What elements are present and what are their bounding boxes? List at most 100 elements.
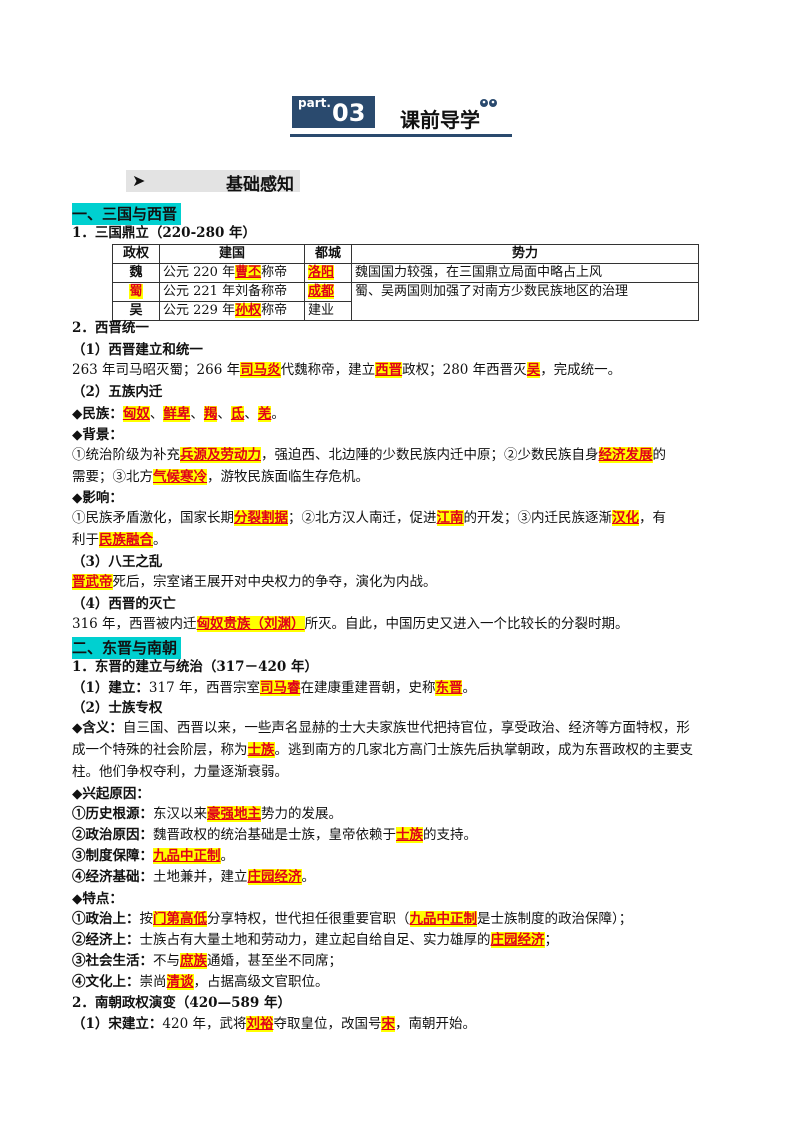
table-header: 势力	[351, 244, 699, 264]
keyword: 刘裕	[246, 1016, 274, 1032]
keyword: 门第高低	[153, 911, 207, 927]
label: ◆兴起原因：	[72, 786, 150, 802]
power-cell: 魏国国力较强，在三国鼎立局面中略占上风	[351, 263, 699, 283]
keyword: 民族融合	[99, 532, 153, 548]
state-cell: 吴	[112, 301, 160, 321]
paragraph: 利于民族融合。	[72, 532, 167, 548]
keyword: 气候寒冷	[153, 469, 207, 485]
paragraph: ②经济上：士族占有大量土地和劳动力，建立起自给自足、实力雄厚的庄园经济；	[72, 932, 558, 948]
item-heading: 2．西晋统一	[72, 320, 149, 336]
keyword: 西晋	[375, 362, 403, 378]
paragraph: （1）宋建立：420 年，武将刘裕夺取皇位，改国号宋，南朝开始。	[72, 1016, 476, 1032]
capital-cell: 建业	[304, 301, 352, 321]
paragraph: 263 年司马昭灭蜀；266 年司马炎代魏称帝，建立西晋政权；280 年西晋灭吴…	[72, 362, 622, 378]
sub-heading: （2）五族内迁	[72, 384, 163, 400]
keyword: 羌	[257, 406, 272, 422]
subsection-title: 基础感知	[226, 175, 294, 195]
part-badge: part. 03	[292, 96, 375, 128]
paragraph: ④文化上：崇尚清谈，占据高级文官职位。	[72, 974, 329, 990]
capital-keyword: 成都	[308, 284, 335, 299]
keyword: 豪强地主	[207, 806, 261, 822]
keyword: 庄园经济	[490, 932, 545, 948]
keyword: 晋武帝	[72, 574, 113, 590]
label: ◆影响：	[72, 490, 123, 506]
founding-cell: 公元 229 年孙权称帝	[159, 301, 305, 321]
state-keyword: 蜀	[129, 284, 143, 299]
power-cell: 蜀、吴两国则加强了对南方少数民族地区的治理	[351, 282, 699, 321]
keyword: 士族	[396, 827, 423, 843]
paragraph: ③制度保障：九品中正制。	[72, 848, 234, 864]
keyword: 江南	[436, 510, 464, 526]
label: ◆背景：	[72, 427, 123, 443]
table-row: 吴 公元 229 年孙权称帝 建业	[112, 301, 699, 321]
paragraph: 316 年，西晋被内迁匈奴贵族（刘渊）所灭。自此，中国历史又进入一个比较长的分裂…	[72, 616, 629, 632]
keyword: 匈奴	[122, 406, 150, 422]
paragraph: ①统治阶级为补充兵源及劳动力，强迫西、北边陲的少数民族内迁中原；②少数民族自身经…	[72, 447, 666, 463]
paragraph: ①民族矛盾激化，国家长期分裂割据；②北方汉人南迁，促进江南的开发；③内迁民族逐渐…	[72, 510, 666, 526]
part-label: part.	[298, 96, 331, 110]
part-number: 03	[332, 99, 366, 127]
paragraph: ④经济基础：土地兼并，建立庄园经济。	[72, 869, 315, 885]
label: ◆特点：	[72, 891, 123, 907]
keyword: 鲜卑	[163, 406, 191, 422]
state-cell: 蜀	[112, 282, 160, 302]
keyword: 吴	[526, 362, 541, 378]
part-header: part. 03 课前导学	[290, 94, 512, 140]
keyword: 庶族	[180, 953, 207, 969]
keyword: 宋	[381, 1016, 395, 1032]
sub-heading: （1）西晋建立和统一	[72, 342, 203, 358]
keyword: 九品中正制	[153, 848, 221, 864]
sub-heading: （3）八王之乱	[72, 554, 163, 570]
section-heading: 一、三国与西晋	[72, 203, 182, 225]
keyword: 分裂割据	[234, 510, 288, 526]
keyword: 兵源及劳动力	[180, 447, 261, 463]
capital-cell: 洛阳	[304, 263, 352, 283]
keyword: 东晋	[435, 680, 463, 696]
table-header: 建国	[159, 244, 305, 264]
keyword: 羯	[203, 406, 218, 422]
decor-dots-icon	[480, 99, 497, 107]
paragraph: 成一个特殊的社会阶层，称为士族。逃到南方的几家北方高门士族先后执掌朝政，成为东晋…	[72, 742, 693, 758]
state-cell: 魏	[112, 263, 160, 283]
founder-keyword: 曹丕	[235, 265, 262, 280]
section-heading: 二、东晋与南朝	[72, 637, 182, 659]
paragraph: ◆含义：自三国、西晋以来，一些声名显赫的士大夫家族世代把持官位，享受政治、经济等…	[72, 720, 690, 736]
paragraph: ①历史根源：东汉以来豪强地主势力的发展。	[72, 806, 342, 822]
subsection-heading: ➤ 基础感知	[126, 170, 300, 195]
paragraph: （1）建立：317 年，西晋宗室司马睿在建康重建晋朝，史称东晋。	[72, 680, 476, 696]
paragraph: ③社会生活：不与庶族通婚，甚至坐不同席；	[72, 953, 342, 969]
keyword: 庄园经济	[247, 869, 302, 885]
item-heading: 1．东晋的建立与统治（317－420 年）	[72, 659, 318, 675]
founding-cell: 公元 220 年曹丕称帝	[159, 263, 305, 283]
paragraph: ②政治原因：魏晋政权的统治基础是士族，皇帝依赖于士族的支持。	[72, 827, 477, 843]
paragraph: ①政治上：按门第高低分享特权，世代担任很重要官职（九品中正制是士族制度的政治保障…	[72, 911, 633, 927]
keyword: 司马炎	[240, 362, 281, 378]
sub-heading: （2）士族专权	[72, 700, 163, 716]
keyword: 汉化	[612, 510, 639, 526]
arrow-icon: ➤	[132, 171, 146, 190]
paragraph: 柱。他们争权夺利，力量逐渐衰弱。	[72, 764, 288, 780]
header-underline	[290, 134, 512, 137]
capital-cell: 成都	[304, 282, 352, 302]
page-title: 课前导学	[400, 108, 480, 132]
keyword: 匈奴贵族（刘渊）	[196, 616, 305, 632]
table-header-row: 政权 建国 都城 势力	[112, 244, 699, 264]
keyword: 清谈	[166, 974, 194, 990]
item-heading: 2．南朝政权演变（420—589 年）	[72, 995, 291, 1011]
table-header: 政权	[112, 244, 160, 264]
table-row: 蜀 公元 221 年刘备称帝 成都 蜀、吴两国则加强了对南方少数民族地区的治理	[112, 282, 699, 321]
three-kingdoms-table: 政权 建国 都城 势力 魏 公元 220 年曹丕称帝 洛阳 魏国国力较强，在三国…	[112, 244, 699, 321]
keyword: 司马睿	[259, 680, 301, 696]
sub-heading: （4）西晋的灭亡	[72, 596, 176, 612]
capital-keyword: 洛阳	[308, 265, 335, 280]
keyword: 士族	[247, 742, 275, 758]
table-row: 魏 公元 220 年曹丕称帝 洛阳 魏国国力较强，在三国鼎立局面中略占上风	[112, 263, 699, 283]
item-heading: 1．三国鼎立（220-280 年）	[72, 225, 257, 241]
paragraph: 需要；③北方气候寒冷，游牧民族面临生存危机。	[72, 469, 369, 485]
paragraph: ◆民族：匈奴、鲜卑、羯、氐、羌。	[72, 406, 285, 422]
founding-cell: 公元 221 年刘备称帝	[159, 282, 305, 302]
table-header: 都城	[304, 244, 352, 264]
paragraph: 晋武帝死后，宗室诸王展开对中央权力的争夺，演化为内战。	[72, 574, 437, 590]
keyword: 氐	[230, 406, 245, 422]
